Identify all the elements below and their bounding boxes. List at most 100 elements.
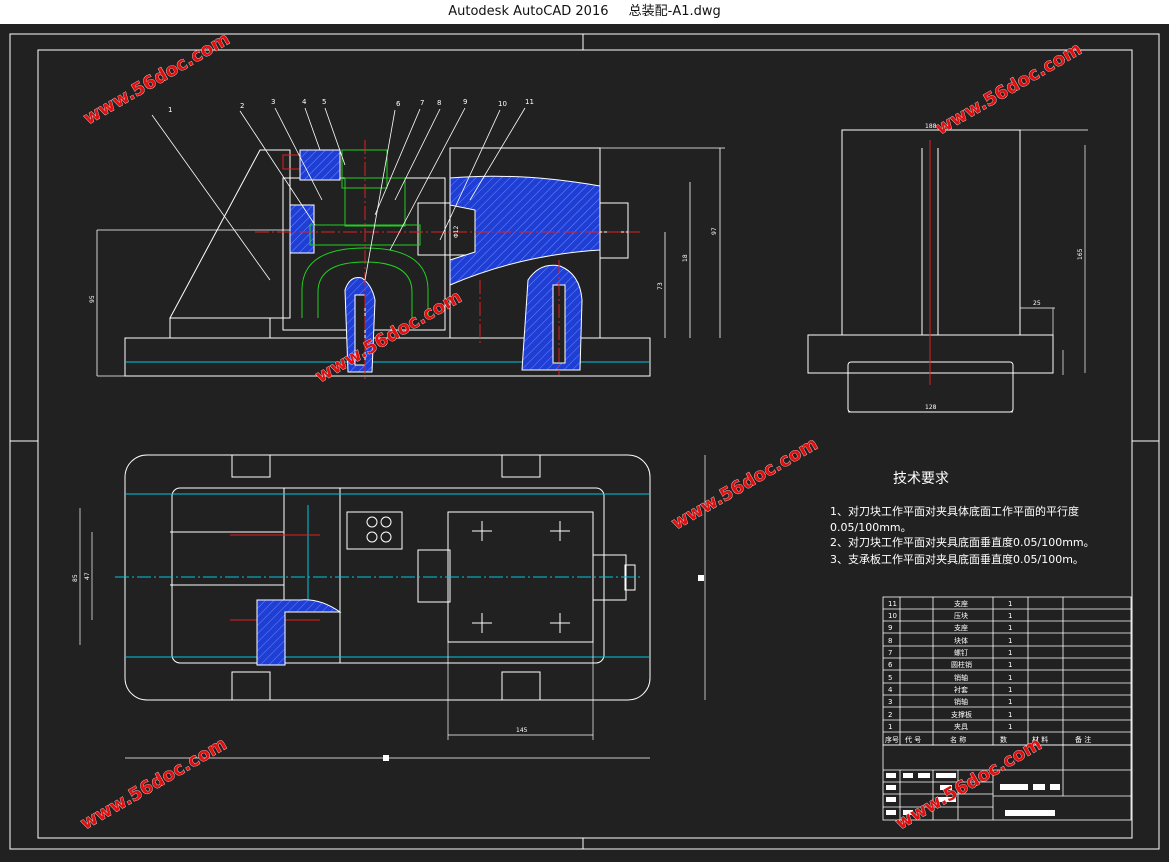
bom-name: 螺钉 [954, 648, 968, 657]
bom-name: 销轴 [954, 697, 968, 706]
plan-top-plate [171, 487, 605, 664]
bom-no: 10 [888, 612, 897, 620]
center-lines-front [255, 140, 640, 380]
inner-frame [37, 49, 1133, 839]
bom-no: 8 [888, 637, 892, 645]
dim-front-h3: 18 [682, 254, 689, 262]
hatch-upper-clamp [449, 175, 601, 286]
title-block[interactable] [882, 744, 1132, 821]
dim-front-h2: 73 [657, 282, 664, 290]
plan-crosses [472, 521, 570, 633]
bom-qty: 1 [1008, 612, 1012, 620]
callout-10: 10 [498, 100, 507, 108]
title-block-fill [886, 773, 1060, 816]
watermarks: www.56doc.com www.56doc.com www.56doc.co… [77, 28, 1086, 835]
bom-name: 支撑板 [951, 710, 972, 719]
file-name: 总装配-A1.dwg [628, 4, 721, 19]
callout-2: 2 [240, 102, 244, 110]
front-base-plate [124, 337, 651, 377]
watermark-text: www.56doc.com [312, 287, 466, 388]
callout-leaders [151, 107, 526, 281]
bom-header-note: 备 注 [1075, 735, 1091, 744]
dim-top-width: 188 [925, 123, 937, 130]
bom-qty: 1 [1008, 674, 1012, 682]
bom-qty: 1 [1008, 600, 1012, 608]
bom-name: 圆柱销 [951, 660, 972, 669]
bom-no: 3 [888, 698, 892, 706]
dim-offset: 25 [1033, 300, 1041, 307]
tech-title: 技术要求 [893, 471, 949, 487]
dim-front-height: 97 [711, 227, 718, 235]
dim-marker [383, 755, 389, 761]
drawing-svg[interactable]: 95 97 18 73 Φ12 1 2 3 4 5 6 7 8 9 10 11 [0, 24, 1169, 857]
watermark-text: www.56doc.com [892, 734, 1046, 835]
bom-name: 支座 [954, 599, 968, 608]
dim-side-height: 165 [1077, 248, 1084, 260]
callout-6: 6 [396, 100, 401, 108]
bom-header-material: 材 料 [1032, 735, 1048, 744]
bom-header-qty: 数 [1000, 735, 1007, 744]
tech-item-1: 1、对刀块工作平面对夹具体底面工作平面的平行度 [830, 504, 1079, 518]
plan-block [346, 511, 403, 550]
bom-name: 夹具 [954, 722, 968, 731]
tech-item-1b: 0.05/100mm。 [830, 521, 912, 534]
plan-dim-lines [115, 493, 650, 658]
title-bar: Autodesk AutoCAD 2016 总装配-A1.dwg [0, 0, 1169, 24]
dim-bore: Φ12 [453, 225, 460, 238]
callout-9: 9 [463, 98, 467, 106]
watermark-text: www.56doc.com [932, 39, 1086, 140]
bom-no: 2 [888, 711, 892, 719]
bom-qty: 1 [1008, 624, 1012, 632]
bom-name: 衬套 [954, 685, 968, 694]
watermark-text: www.56doc.com [77, 734, 231, 835]
dim-base-width: 128 [925, 404, 937, 411]
app-title: Autodesk AutoCAD 2016 [448, 4, 609, 19]
outer-frame [9, 33, 1160, 850]
watermark-text: www.56doc.com [80, 29, 234, 130]
dim-plan-h1: 85 [72, 574, 79, 582]
callout-8: 8 [437, 99, 441, 107]
bom-header-code: 代 号 [905, 735, 921, 744]
bom-qty: 1 [1008, 686, 1012, 694]
bom-table[interactable] [882, 596, 1132, 746]
bom-qty: 1 [1008, 637, 1012, 645]
bom-name: 支座 [954, 623, 968, 632]
side-body [841, 129, 1021, 336]
callout-4: 4 [302, 98, 307, 106]
dim-left-h: 95 [89, 295, 96, 303]
bom-no: 5 [888, 674, 892, 682]
bom-no: 11 [888, 600, 897, 608]
callout-7: 7 [420, 99, 424, 107]
left-support-foot [169, 317, 271, 339]
screw-head [599, 202, 629, 259]
drawing-canvas[interactable]: 95 97 18 73 Φ12 1 2 3 4 5 6 7 8 9 10 11 [0, 24, 1169, 857]
bom-no: 1 [888, 723, 892, 731]
callout-1: 1 [168, 106, 172, 114]
dim-marker [698, 575, 704, 581]
callout-11: 11 [525, 98, 534, 106]
callout-3: 3 [271, 98, 275, 106]
bom-no: 6 [888, 661, 893, 669]
side-view[interactable] [807, 129, 1088, 413]
bom-header-no: 序号 [885, 735, 899, 744]
bom-no: 9 [888, 624, 892, 632]
plan-outer-dims [79, 455, 706, 759]
bom-qty: 1 [1008, 698, 1012, 706]
front-dim-lines [96, 147, 725, 377]
hatch-plan-clamp [256, 599, 342, 666]
bom-no: 7 [888, 649, 892, 657]
left-support [169, 149, 291, 319]
bom-qty: 1 [1008, 723, 1012, 731]
bom-qty: 1 [1008, 711, 1012, 719]
hatch-top-screw [299, 149, 341, 181]
tech-item-3: 3、支承板工作平面对夹具底面垂直度0.05/100m。 [830, 552, 1084, 566]
tech-item-2: 2、对刀块工作平面对夹具底面垂直度0.05/100mm。 [830, 535, 1095, 549]
bom-name: 块体 [954, 636, 968, 645]
bom-qty: 1 [1008, 649, 1012, 657]
dim-plan-h2: 47 [84, 572, 91, 580]
bom-name: 压块 [954, 611, 968, 620]
hatch-post-right [521, 264, 583, 371]
dim-plan-w: 145 [516, 727, 528, 734]
bom-qty: 1 [1008, 661, 1012, 669]
